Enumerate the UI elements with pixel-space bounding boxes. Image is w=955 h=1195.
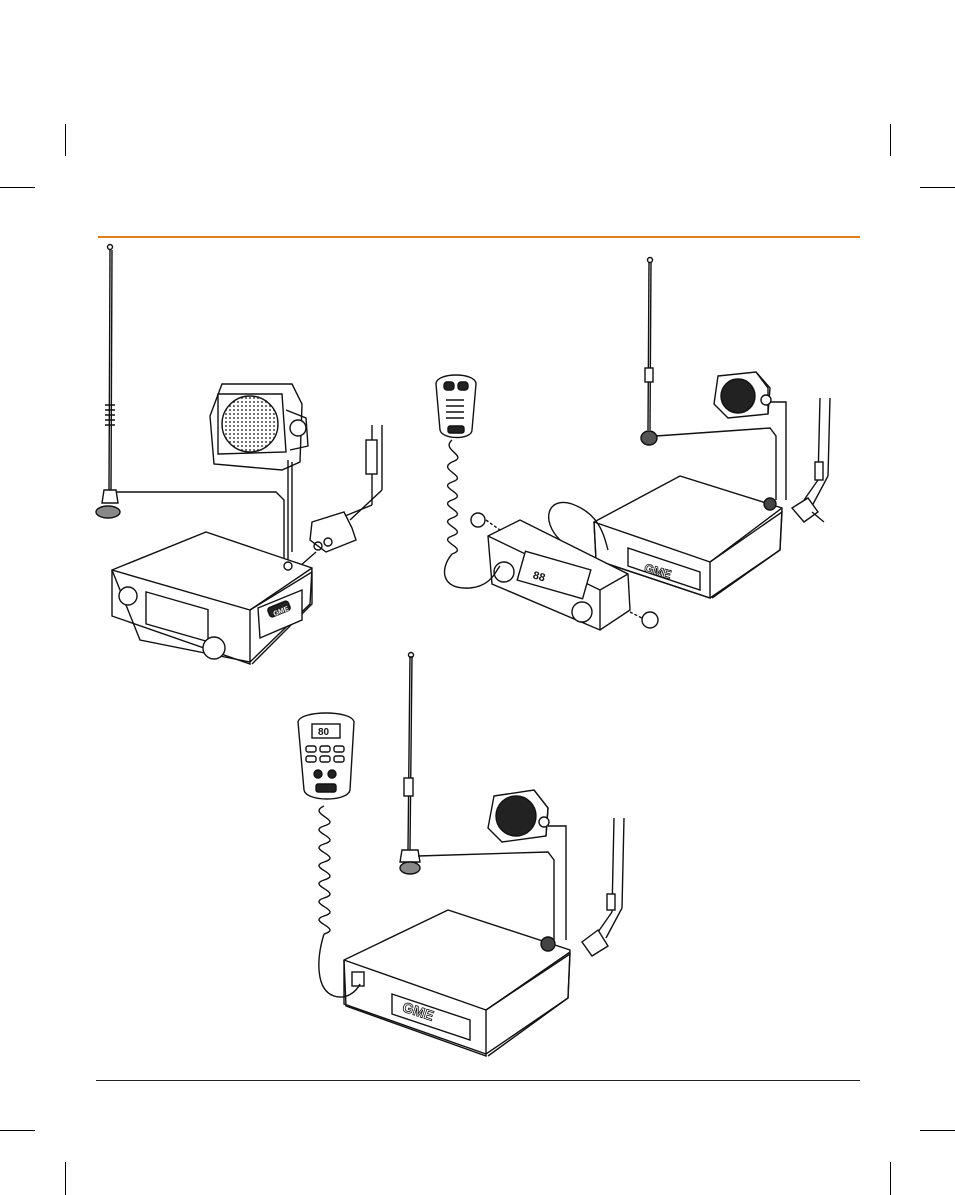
power-lead-2 [792, 398, 830, 522]
figure-remote-head-radio: GME 88 [436, 258, 830, 631]
speaker-1 [210, 384, 308, 560]
svg-text:80: 80 [318, 727, 330, 738]
figure-controller-mic-radio: GME 80 [298, 653, 624, 1057]
power-lead-3 [582, 818, 624, 956]
controller-mic-3: 80 [298, 713, 360, 997]
radio-compact-body: GME [112, 532, 312, 664]
figure-compact-radio: GME [96, 245, 382, 665]
power-lead-1 [300, 425, 382, 566]
radio-body-3: GME [344, 910, 570, 1056]
antenna-1 [96, 245, 120, 519]
